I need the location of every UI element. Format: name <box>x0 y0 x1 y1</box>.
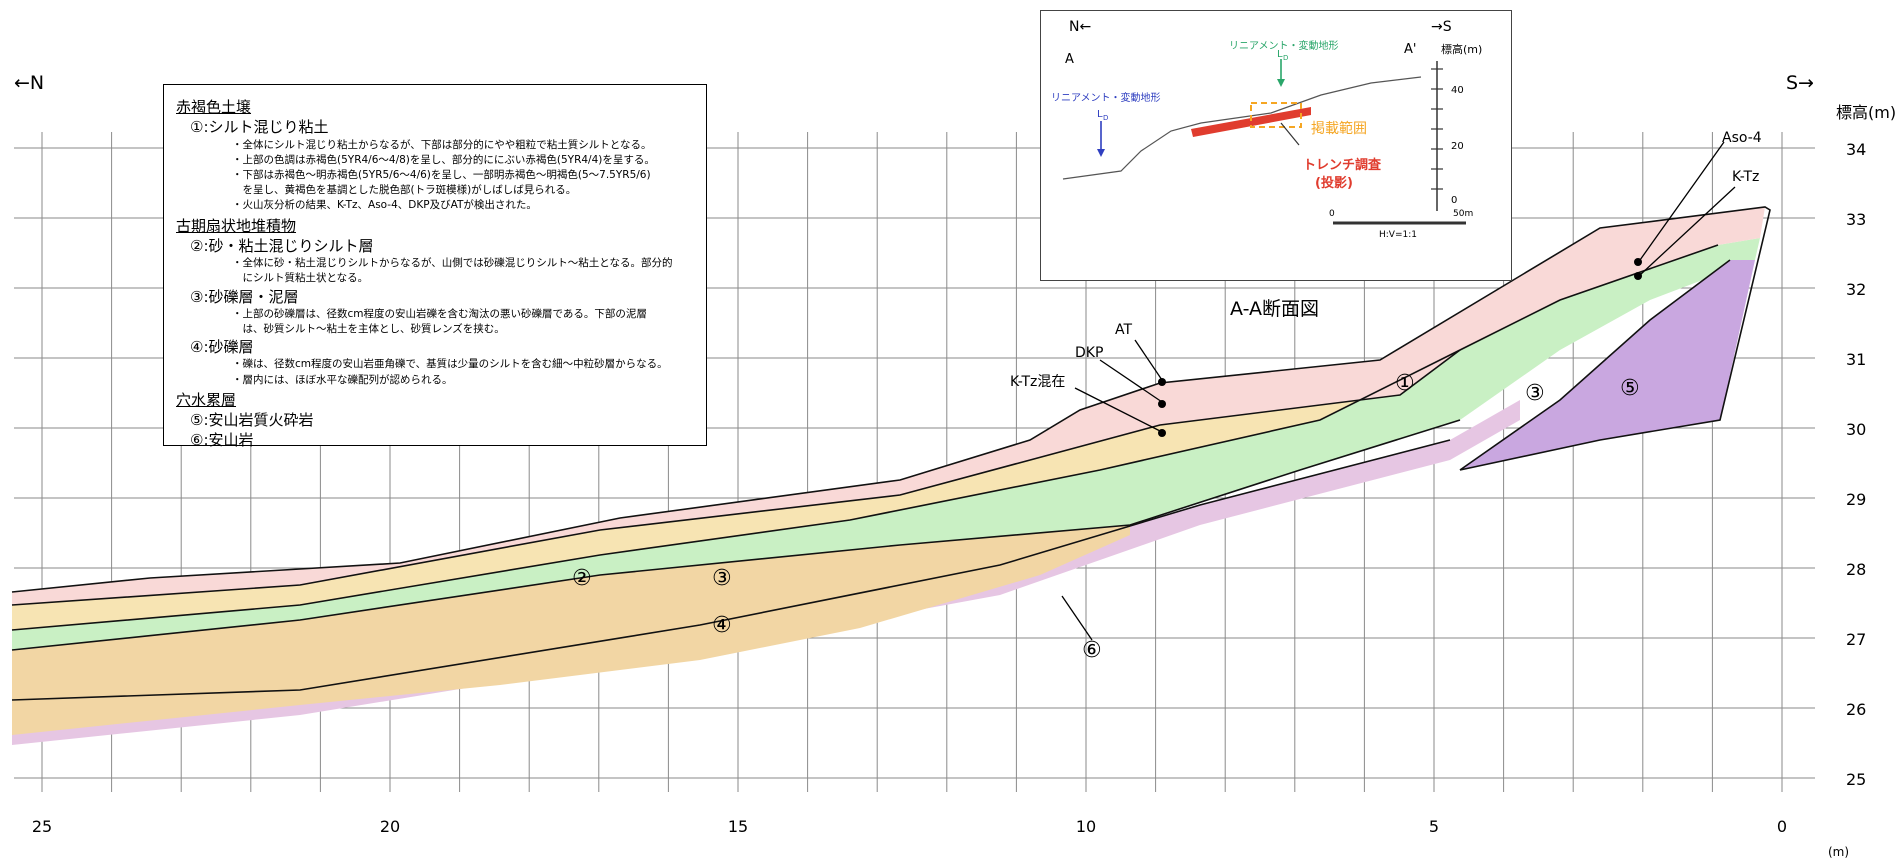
layer-5-pyroclastic <box>1460 260 1755 470</box>
legend-unit-label: ②:砂・粘土混じりシルト層 <box>190 236 374 255</box>
dkp-point <box>1158 400 1166 408</box>
aso4-label: Aso-4 <box>1722 130 1762 146</box>
aso4-leader <box>1639 141 1725 261</box>
inset-elev-0: 0 <box>1451 195 1457 206</box>
legend-unit-description: ・礫は、径数cm程度の安山岩亜角礫で、基質は少量のシルトを含む細～中粒砂層からな… <box>232 358 668 386</box>
inset-point-a2: A' <box>1404 42 1416 57</box>
unit-label-2: ② <box>572 566 592 591</box>
x-tick-label: 0 <box>1777 817 1787 836</box>
ktz-mix-label: K-Tz混在 <box>1010 374 1065 390</box>
x-tick-label: 10 <box>1076 817 1096 836</box>
y-tick-label: 34 <box>1846 140 1866 159</box>
y-tick-label: 28 <box>1846 560 1866 579</box>
y-tick-label: 25 <box>1846 770 1866 789</box>
boundary-3-4 <box>11 419 1461 651</box>
inset-lo-right-sub: D <box>1283 54 1288 62</box>
inset-lo-left: L <box>1097 109 1103 120</box>
y-axis-ticks: 34 33 32 31 30 29 28 27 26 25 <box>1846 140 1866 789</box>
legend-unit-description: ・全体にシルト混じり粘土からなるが、下部は部分的にやや粗粒で粘土質シルトとなる。… <box>232 138 655 212</box>
legend-box: 赤褐色土壌 ①:シルト混じり粘土・全体にシルト混じり粘土からなるが、下部は部分的に… <box>163 84 707 449</box>
aso4-point <box>1634 258 1642 266</box>
ktz-mix-point <box>1158 429 1166 437</box>
inset-north-label: N← <box>1069 19 1091 35</box>
inset-elev-20: 20 <box>1451 141 1464 152</box>
inset-south-label: →S <box>1431 19 1452 35</box>
legend-group-title: 赤褐色土壌 <box>176 98 252 116</box>
ktz-leader <box>1639 186 1736 276</box>
legend-unit-description: ・上部の砂礫層は、径数cm程度の安山岩礫を含む淘汰の悪い砂礫層である。下部の泥層… <box>232 307 647 335</box>
layer-2-silt <box>12 350 1460 630</box>
inset-lineament-left-label: リニアメント・変動地形 <box>1051 91 1161 104</box>
inset-range-box <box>1250 102 1302 128</box>
x-tick-label: 5 <box>1429 817 1439 836</box>
legend-group-title: 古期扇状地堆積物 <box>176 216 297 235</box>
inset-lo-left-sub: D <box>1103 114 1108 122</box>
dkp-leader <box>1099 359 1163 403</box>
inset-trench-label: トレンチ調査 <box>1303 157 1382 173</box>
y-tick-label: 33 <box>1846 210 1866 229</box>
legend-unit-label: ④:砂礫層 <box>190 338 254 357</box>
x-tick-label: 20 <box>380 817 400 836</box>
unit-label-5: ⑤ <box>1620 376 1640 401</box>
at-label: AT <box>1115 322 1132 338</box>
x-axis-unit: (m) <box>1828 845 1849 859</box>
dkp-label: DKP <box>1075 345 1103 361</box>
y-tick-label: 27 <box>1846 630 1866 649</box>
boundary-1-2 <box>11 349 1461 606</box>
unit-label-3-lower: ③ <box>712 566 732 591</box>
unit-label-3-upper: ③ <box>1525 381 1545 406</box>
inset-point-a: A <box>1065 52 1074 67</box>
unit-label-1: ① <box>1395 371 1415 396</box>
ktz-label: K-Tz <box>1732 169 1759 185</box>
legend-unit-label: ⑥:安山岩 <box>190 431 254 450</box>
inset-lo-right: L <box>1277 49 1283 60</box>
legend-unit-label: ①:シルト混じり粘土 <box>190 118 329 137</box>
ktz-mix-leader <box>1074 387 1163 433</box>
boundary-3-5 <box>1459 259 1731 471</box>
inset-title: A-A断面図 <box>1230 298 1320 320</box>
boundary-2-3 <box>11 244 1719 631</box>
legend-unit-description: ・全体に砂・粘土混じりシルトからなるが、山側では砂礫混じりシルト～粘土となる。部… <box>232 257 673 285</box>
south-direction-label: S→ <box>1786 72 1814 94</box>
x-tick-label: 15 <box>728 817 748 836</box>
legend-unit-label: ⑤:安山岩質火砕岩 <box>190 411 314 430</box>
layer-4-gravel <box>12 525 1130 735</box>
inset-elev-40: 40 <box>1451 85 1464 96</box>
y-tick-label: 30 <box>1846 420 1866 439</box>
inset-ratio: H:V=1:1 <box>1379 230 1417 240</box>
at-leader <box>1134 339 1163 381</box>
y-tick-label: 31 <box>1846 350 1866 369</box>
north-direction-label: ←N <box>14 72 45 94</box>
layer-1-clay <box>12 207 1765 605</box>
boundary-4-6 <box>11 439 1451 701</box>
y-axis-label: 標高(m) <box>1836 103 1896 122</box>
inset-trench-pointer <box>1280 122 1300 146</box>
inset-trench-sub: (投影) <box>1315 175 1353 191</box>
legend-unit-label: ③:砂礫層・泥層 <box>190 287 299 306</box>
unit-label-6: ⑥ <box>1082 638 1102 663</box>
inset-terrain-profile <box>1062 76 1422 180</box>
y-tick-label: 26 <box>1846 700 1866 719</box>
inset-section-map: N← →S A A' 標高(m) 40 20 0 リニアメント・変動地形 L D… <box>1040 10 1512 281</box>
inset-elev-label: 標高(m) <box>1441 42 1482 56</box>
unit-label-4: ④ <box>712 613 732 638</box>
ktz-point <box>1634 272 1642 280</box>
inset-scale-50: 50m <box>1453 209 1473 219</box>
x-axis-ticks: 25 20 15 10 5 0 <box>32 817 1787 836</box>
y-tick-label: 29 <box>1846 490 1866 509</box>
legend-group-title: 穴水累層 <box>176 390 237 409</box>
inset-scale-0: 0 <box>1329 209 1335 219</box>
y-tick-label: 32 <box>1846 280 1866 299</box>
inset-trench-bar <box>1191 107 1311 137</box>
unit6-leader <box>1061 595 1093 641</box>
at-point <box>1158 378 1166 386</box>
x-tick-label: 25 <box>32 817 52 836</box>
inset-lineament-right-label: リニアメント・変動地形 <box>1229 39 1339 52</box>
inset-range-label: 掲載範囲 <box>1311 120 1367 137</box>
